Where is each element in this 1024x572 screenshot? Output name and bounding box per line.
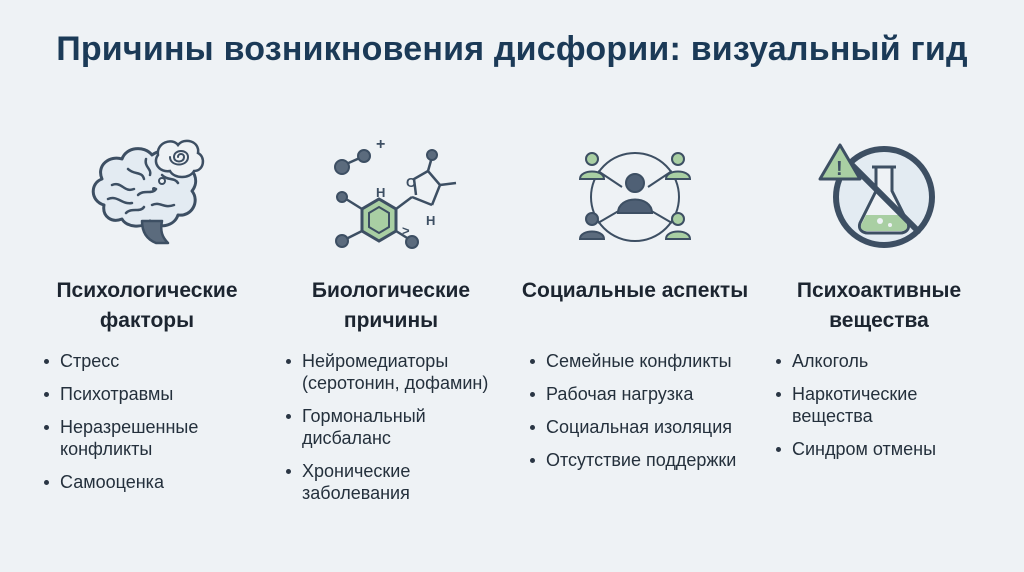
list-substances: Алкоголь Наркотические вещества Синдром … <box>764 350 994 460</box>
list-psychological: Стресс Психотравмы Неразрешенные конфлик… <box>32 350 262 493</box>
list-biological: Нейромедиаторы (серотонин, дофамин) Горм… <box>276 350 506 504</box>
list-item: Синдром отмены <box>776 438 994 460</box>
molecule-arrow-label: > <box>402 223 410 238</box>
column-social: Социальные аспекты Семейные конфликты Ра… <box>520 130 750 482</box>
warning-icon: ! <box>836 158 843 180</box>
list-item: Неразрешенные конфликты <box>44 416 262 460</box>
heading-psychological: Психологические факторы <box>56 279 238 332</box>
molecule-hydrogen-label: H <box>426 213 435 228</box>
page-title: Причины возникновения дисфории: визуальн… <box>56 30 968 68</box>
prohibited-substances-icon: ! <box>764 130 994 260</box>
list-item: Отсутствие поддержки <box>530 449 750 471</box>
list-social: Семейные конфликты Рабочая нагрузка Соци… <box>520 350 750 471</box>
brain-icon <box>32 130 262 260</box>
list-item: Семейные конфликты <box>530 350 750 372</box>
list-item: Психотравмы <box>44 383 262 405</box>
list-item: Наркотические вещества <box>776 383 994 427</box>
heading-substances: Психоактивные вещества <box>796 279 962 332</box>
molecule-icon: + O H H > <box>276 130 506 260</box>
list-item: Стресс <box>44 350 262 372</box>
column-biological: + O H H > Биологические причины Нейромед… <box>276 130 506 515</box>
list-item: Самооценка <box>44 471 262 493</box>
heading-social: Социальные аспекты <box>521 279 749 302</box>
molecule-hydrogen-label: H <box>376 185 385 200</box>
list-item: Нейромедиаторы (серотонин, дофамин) <box>286 350 506 394</box>
people-network-icon <box>520 130 750 260</box>
heading-biological: Биологические причины <box>311 279 471 332</box>
column-psychological: Психологические факторы Стресс Психотрав… <box>32 130 262 504</box>
list-item: Алкоголь <box>776 350 994 372</box>
list-item: Хронические заболевания <box>286 460 506 504</box>
molecule-oxygen-label: O <box>406 175 416 190</box>
column-substances: ! Психоактивные вещества Алкоголь Наркот… <box>764 130 994 471</box>
list-item: Рабочая нагрузка <box>530 383 750 405</box>
molecule-plus-label: + <box>376 136 385 153</box>
list-item: Гормональный дисбаланс <box>286 405 506 449</box>
list-item: Социальная изоляция <box>530 416 750 438</box>
